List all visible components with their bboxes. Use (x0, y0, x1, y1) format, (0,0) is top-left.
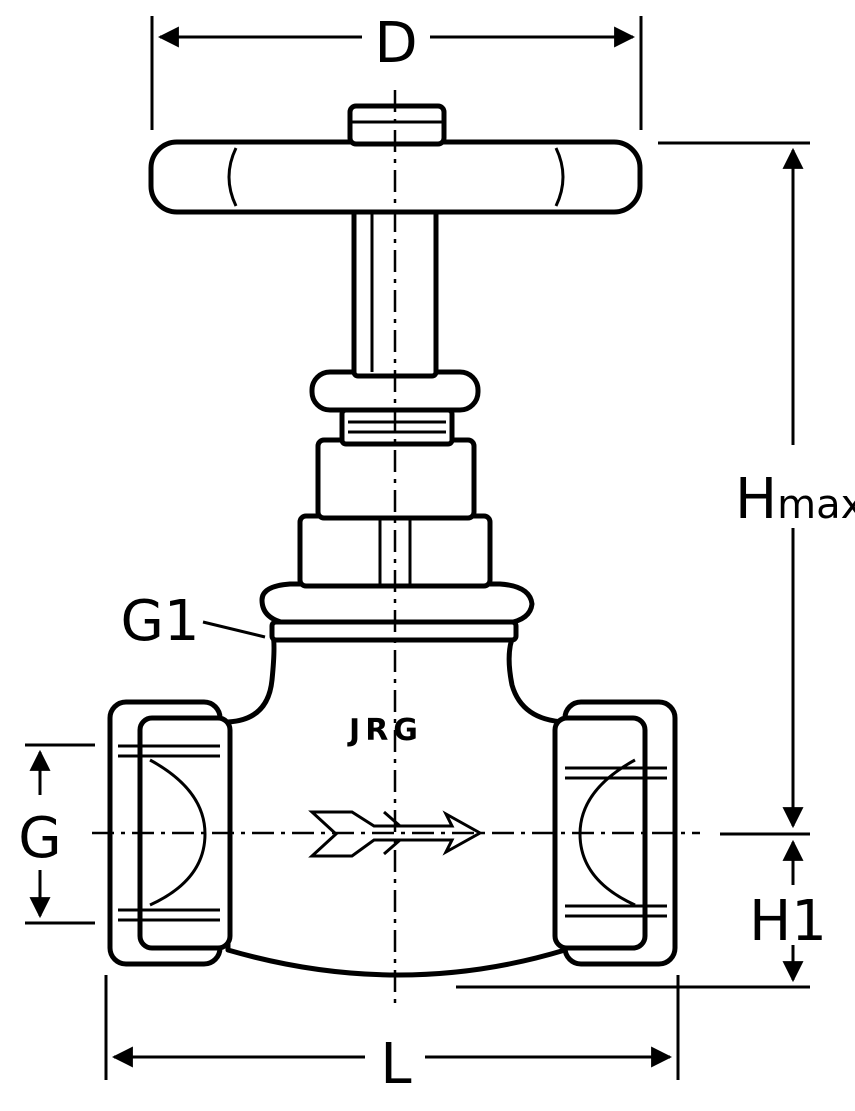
label-l: L (380, 1032, 411, 1097)
center-lines (92, 90, 700, 1005)
label-h1: H1 (749, 889, 827, 954)
dimension-h1: H1 (456, 839, 827, 989)
label-g: G (18, 806, 61, 871)
valve-body (107, 629, 678, 978)
dimension-d: D (150, 11, 643, 130)
label-g1: G1 (120, 589, 199, 654)
label-hmax: Hmax (735, 467, 855, 532)
dimension-g1: G1 (120, 589, 266, 654)
valve-bonnet (259, 205, 535, 643)
dimension-hmax: Hmax (658, 141, 855, 836)
label-d: D (374, 11, 417, 76)
dimension-g: G (18, 743, 95, 925)
flow-arrow (308, 810, 484, 858)
dimension-l: L (104, 975, 680, 1097)
brand-label: JRG (347, 713, 423, 748)
